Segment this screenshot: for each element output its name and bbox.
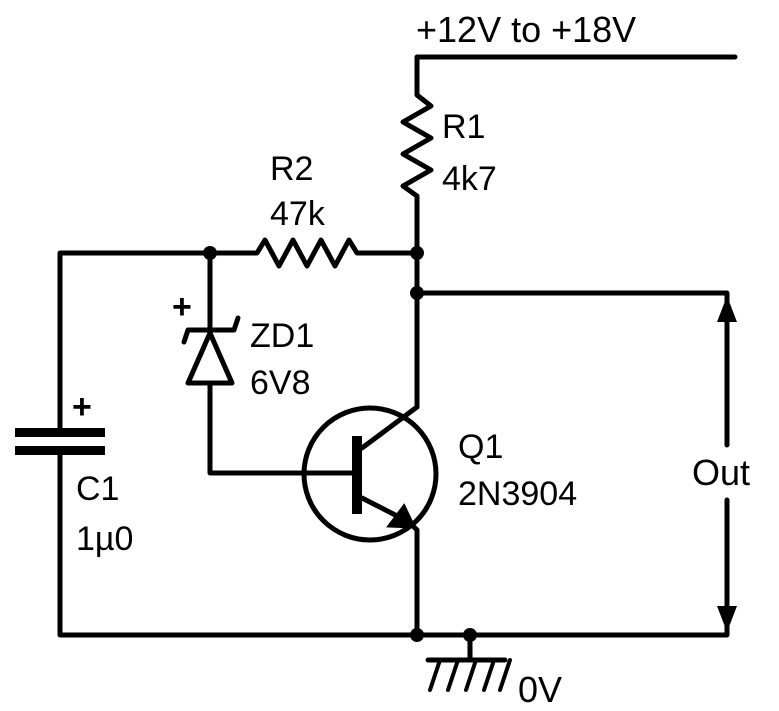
r2-value: 47k — [270, 195, 326, 233]
junction-dot — [410, 628, 424, 642]
zd1-value: 6V8 — [250, 364, 311, 402]
q1-part: 2N3904 — [458, 475, 577, 513]
zd1-polarity: + — [172, 288, 192, 326]
r1-value: 4k7 — [442, 160, 497, 198]
q1-ref: Q1 — [458, 428, 503, 466]
ground-icon: 0V — [425, 632, 562, 710]
c1-value: 1µ0 — [76, 520, 133, 558]
output-arrow-icon: Out — [692, 296, 750, 632]
output-bottom-wire — [467, 615, 730, 638]
ground-label: 0V — [518, 669, 562, 710]
c1-polarity: + — [72, 388, 92, 426]
capacitor-c1: + C1 1µ0 — [15, 388, 473, 638]
r2-ref: R2 — [270, 150, 313, 188]
zener-zd1: + ZD1 6V8 — [172, 250, 356, 476]
supply-label: +12V to +18V — [416, 9, 636, 50]
zd1-ref: ZD1 — [250, 317, 314, 355]
resistor-r1: R1 4k7 — [400, 82, 497, 256]
output-top-wire — [414, 290, 730, 311]
supply-rail: +12V to +18V — [414, 9, 738, 88]
output-label: Out — [692, 452, 750, 493]
capacitor-top-wire — [57, 250, 213, 431]
r1-ref: R1 — [442, 108, 485, 146]
transistor-q1: Q1 2N3904 — [301, 404, 577, 638]
c1-ref: C1 — [76, 470, 119, 508]
resistor-r2: R2 47k — [207, 150, 420, 269]
